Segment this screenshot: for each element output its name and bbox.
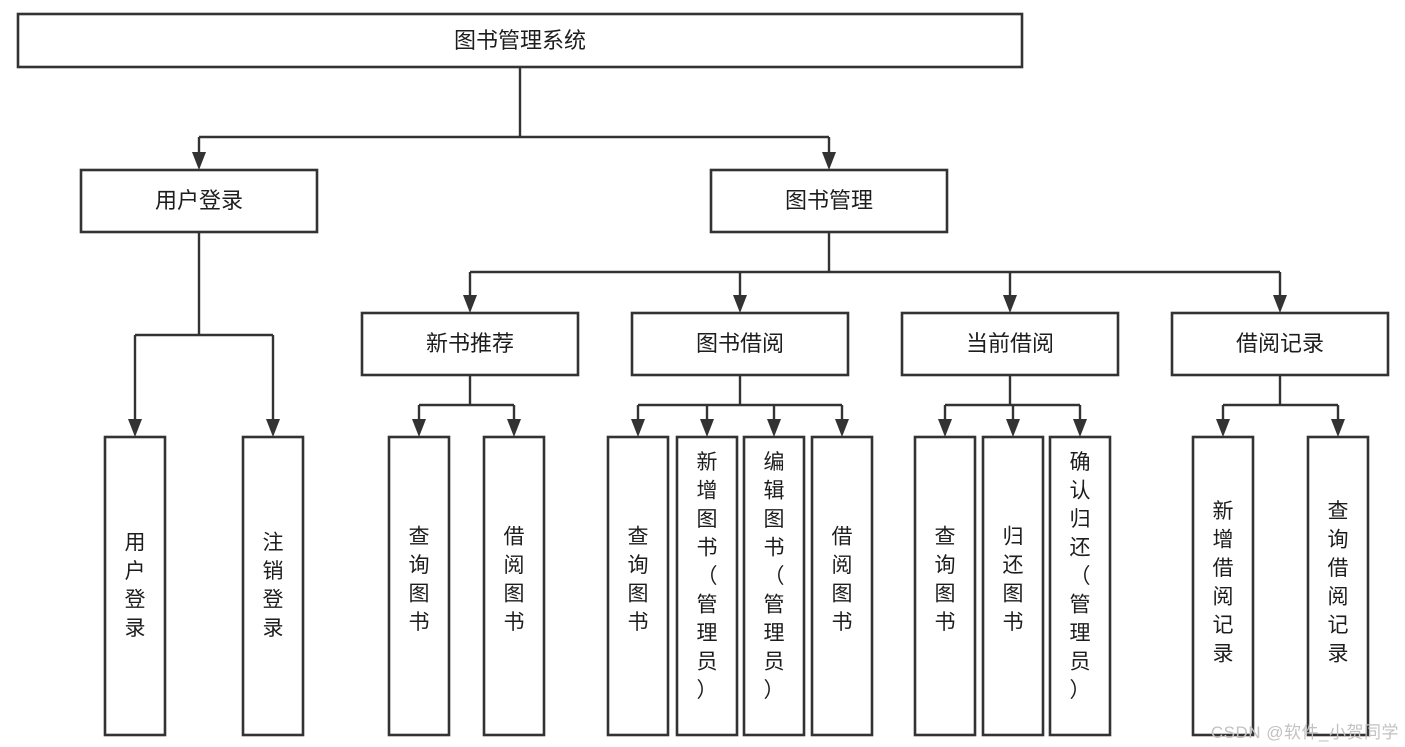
leaf-node-borrow-edit-book-admin[interactable]: 编辑图书（管理员）	[742, 435, 806, 737]
leaf-box	[482, 435, 546, 737]
arrow-leaf-user-logout	[266, 419, 280, 437]
connectors-record-to-leaves	[1216, 375, 1345, 437]
leaf-node-current-query-book[interactable]: 查询图书	[913, 435, 977, 737]
leaf-node-user-logout[interactable]: 注销登录	[241, 435, 305, 737]
connectors-borrow-to-leaves	[631, 375, 849, 437]
book-management-box	[709, 168, 949, 234]
arrow-leaf-current-query	[938, 419, 952, 437]
leaf-label: 确认归还（管理员）	[1070, 451, 1091, 702]
leaf-node-borrow-query-book[interactable]: 查询图书	[606, 435, 670, 737]
leaf-node-newbook-borrow-book[interactable]: 借阅图书	[482, 435, 546, 737]
leaf-label: 用户登录	[125, 531, 146, 640]
node-book-management[interactable]: 图书管理	[709, 168, 949, 234]
leaf-node-current-confirm-return-admin[interactable]: 确认归还（管理员）	[1048, 435, 1112, 737]
connectors-bookmgmt-to-level3	[463, 232, 1287, 313]
arrow-to-borrow	[733, 295, 747, 313]
arrow-to-book-mgmt	[822, 152, 836, 170]
leaf-node-newbook-query-book[interactable]: 查询图书	[387, 435, 451, 737]
arrow-leaf-borrow-edit	[767, 419, 781, 437]
leaf-node-record-query-record[interactable]: 查询借阅记录	[1306, 435, 1370, 737]
leaf-box	[913, 435, 977, 737]
arrow-leaf-newbook-query	[412, 419, 426, 437]
leaf-node-borrow-borrow-book[interactable]: 借阅图书	[810, 435, 874, 737]
book-borrow-label: 图书借阅	[696, 331, 784, 356]
leaf-box	[1191, 435, 1255, 737]
leaf-node-user-login[interactable]: 用户登录	[103, 435, 167, 737]
leaf-label: 新增借阅记录	[1213, 500, 1234, 666]
csdn-watermark: CSDN @软件_小贺同学	[1210, 723, 1399, 742]
arrow-leaf-newbook-borrow	[507, 419, 521, 437]
arrow-to-newbook	[463, 295, 477, 313]
borrow-record-label: 借阅记录	[1236, 331, 1324, 356]
node-root-book-management-system[interactable]: 图书管理系统	[16, 12, 1024, 69]
leaf-label: 查询图书	[628, 525, 649, 634]
user-login-label: 用户登录	[155, 188, 243, 213]
current-borrow-box	[900, 311, 1120, 377]
arrow-leaf-current-return	[1006, 419, 1020, 437]
leaf-label: 编辑图书（管理员）	[764, 451, 785, 702]
leaf-label: 借阅图书	[504, 525, 525, 634]
arrow-to-current	[1003, 295, 1017, 313]
leaf-label: 新增图书（管理员）	[697, 451, 718, 702]
leaf-label: 查询图书	[409, 525, 430, 634]
arrow-leaf-borrow-query	[631, 419, 645, 437]
leaf-label: 查询图书	[935, 525, 956, 634]
node-current-borrow[interactable]: 当前借阅	[900, 311, 1120, 377]
node-borrow-record[interactable]: 借阅记录	[1170, 311, 1390, 377]
arrow-leaf-current-confirm	[1073, 419, 1087, 437]
arrow-to-record	[1273, 295, 1287, 313]
arrow-leaf-record-query	[1331, 419, 1345, 437]
arrow-leaf-record-add	[1216, 419, 1230, 437]
node-user-login[interactable]: 用户登录	[79, 168, 319, 234]
book-borrow-box	[630, 311, 850, 377]
connectors-userlogin-to-leaves	[128, 232, 280, 437]
borrow-record-box	[1170, 311, 1390, 377]
leaf-box	[103, 435, 167, 737]
node-book-borrow[interactable]: 图书借阅	[630, 311, 850, 377]
leaf-label: 注销登录	[263, 531, 284, 640]
arrow-leaf-borrow-borrow	[835, 419, 849, 437]
leaf-box	[241, 435, 305, 737]
leaf-node-borrow-add-book-admin[interactable]: 新增图书（管理员）	[675, 435, 739, 737]
leaf-label: 查询借阅记录	[1328, 500, 1349, 666]
root-label: 图书管理系统	[454, 28, 586, 53]
leaf-box	[606, 435, 670, 737]
arrow-leaf-user-login	[128, 419, 142, 437]
connectors-current-to-leaves	[938, 375, 1087, 437]
leaf-label: 借阅图书	[832, 525, 853, 634]
user-login-box	[79, 168, 319, 234]
leaf-node-record-add-record[interactable]: 新增借阅记录	[1191, 435, 1255, 737]
node-new-book-recommend[interactable]: 新书推荐	[360, 311, 580, 377]
leaf-box	[675, 435, 739, 737]
book-management-label: 图书管理	[785, 188, 873, 213]
leaf-node-current-return-book[interactable]: 归还图书	[981, 435, 1045, 737]
current-borrow-label: 当前借阅	[966, 331, 1054, 356]
connectors-newbook-to-leaves	[412, 375, 521, 437]
connectors-root-to-level2	[192, 67, 836, 170]
leaf-label: 归还图书	[1003, 525, 1024, 634]
new-book-recommend-label: 新书推荐	[426, 331, 514, 356]
leaf-box	[1306, 435, 1370, 737]
arrow-leaf-borrow-add	[700, 419, 714, 437]
leaf-box	[387, 435, 451, 737]
root-box	[16, 12, 1024, 69]
arrow-to-user-login	[192, 152, 206, 170]
new-book-recommend-box	[360, 311, 580, 377]
leaf-box	[1048, 435, 1112, 737]
leaf-box	[742, 435, 806, 737]
leaf-box	[981, 435, 1045, 737]
leaf-box	[810, 435, 874, 737]
